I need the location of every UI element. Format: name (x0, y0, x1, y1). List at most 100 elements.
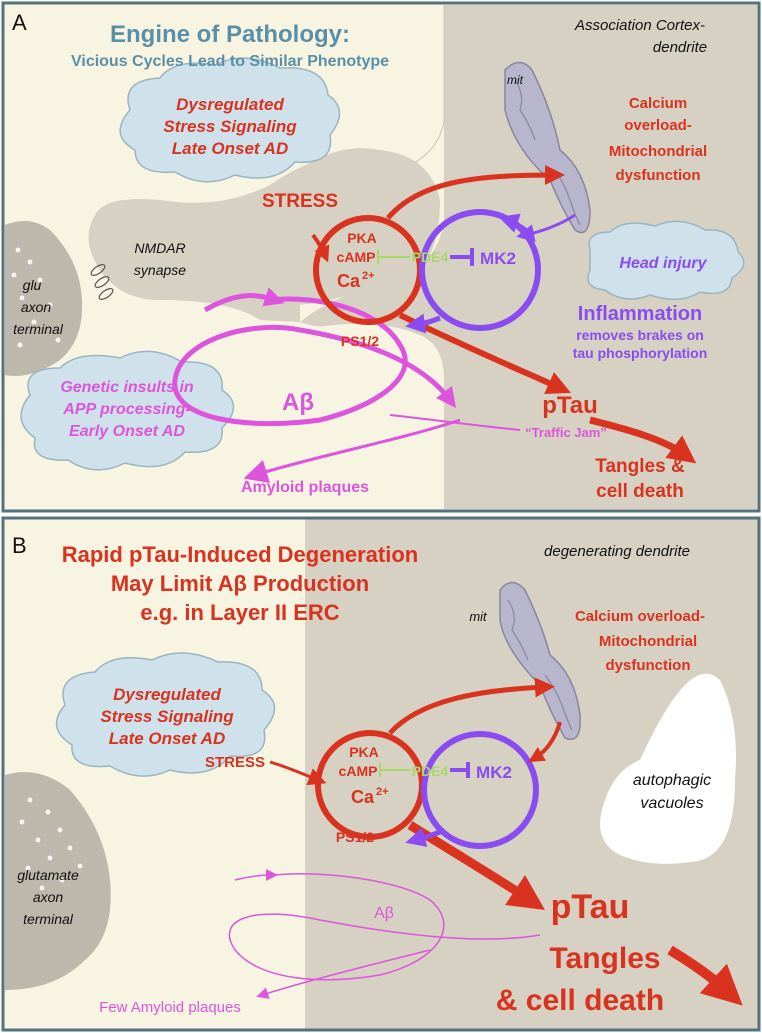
camp-a: cAMP (337, 249, 376, 265)
cloud-genetic-text-2: APP processing- (62, 401, 190, 418)
calcium-a-1: Calcium (629, 95, 687, 112)
ca-a: Ca (337, 271, 361, 291)
vesicles-a (11, 247, 61, 348)
panel-a-title-2: Vicious Cycles Lead to Similar Phenotype (71, 53, 389, 70)
tangles-a-1: Tangles & (595, 456, 685, 477)
ca-sup-a: 2+ (362, 270, 375, 282)
mk2-a: MK2 (480, 249, 516, 268)
red-to-mito-arrow-a (386, 165, 565, 220)
panel-a-frame (1, 1, 761, 513)
purple-to-ps-arrow-b (405, 827, 441, 847)
inflammation-sub-1: removes brakes on (576, 327, 704, 343)
autophagic-vacuoles-shape (600, 673, 736, 864)
pde4-a: PDE4 (412, 249, 449, 265)
inflammation-label: Inflammation (578, 303, 702, 325)
region-label-a-1: Association Cortex- (574, 17, 705, 34)
cloud-stress-a-text-3: Late Onset AD (172, 139, 289, 158)
mk2-b: MK2 (476, 763, 512, 782)
abeta-entry-arrow-a (203, 287, 285, 313)
pka-a: PKA (347, 230, 377, 246)
ps12-a: PS1/2 (341, 333, 379, 349)
pka-b: PKA (349, 744, 379, 760)
amyloid-arrow-b (256, 949, 431, 999)
nmdar-synapse-shape (94, 150, 440, 305)
cloud-stress-b (55, 652, 276, 777)
panel-b-title-1: Rapid pTau-Induced Degeneration (62, 542, 419, 567)
stress-arrow-a (311, 233, 330, 263)
nmdar-label-1: NMDAR (134, 240, 185, 256)
abeta-cycle-a-2 (172, 324, 457, 408)
panel-b-title-3: e.g. in Layer II ERC (140, 600, 339, 625)
mito-to-mk2-arrow-b (528, 721, 562, 763)
dendrite-shape-a (88, 5, 758, 509)
axon-b-3: terminal (23, 911, 74, 927)
calcium-b-2: Mitochondrial (599, 633, 697, 650)
purple-to-ps-arrow-a (405, 313, 441, 334)
extracellular-gap-a (300, 324, 444, 509)
vacuoles-label-2: vacuoles (640, 795, 703, 812)
panel-b: B Rapid pTau-Induced Degeneration May Li… (1, 516, 761, 1032)
panel-a-letter: A (12, 10, 27, 35)
inflammation-sub-2: tau phosphorylation (573, 345, 708, 361)
pde4-b: PDE4 (412, 763, 449, 779)
calcium-b-3: dysfunction (606, 657, 691, 674)
cloud-stress-a-text-2: Stress Signaling (163, 117, 297, 136)
calcium-a-3: Mitochondrial (609, 143, 707, 160)
ps12-b: PS1/2 (336, 829, 374, 845)
tangles-arrow-b (667, 945, 743, 1006)
axon-a-1: glu (23, 277, 42, 293)
purple-cycle-b (421, 731, 539, 849)
panel-a-title-1: Engine of Pathology: (110, 21, 350, 48)
cloud-genetic-text-3: Early Onset AD (69, 423, 185, 440)
axon-b-2: axon (33, 889, 64, 905)
panel-b-letter: B (12, 533, 27, 558)
traffic-jam-line (389, 414, 521, 431)
abeta-label-b: Aβ (374, 905, 394, 922)
region-label-a-2: dendrite (653, 39, 707, 56)
vesicles-b (19, 797, 83, 891)
cloud-head-injury (587, 220, 745, 301)
mit-label-a: mit (507, 73, 524, 87)
axon-terminal-a (5, 221, 83, 376)
calcium-b-1: Calcium overload- (575, 608, 705, 625)
cloud-genetic-text-1: Genetic insults in (60, 379, 194, 396)
cloud-stress-a (119, 57, 341, 183)
nmdar-label-2: synapse (134, 262, 186, 278)
amyloid-label-a: Amyloid plaques (241, 479, 369, 496)
ca-b: Ca (351, 787, 375, 807)
axon-b-1: glutamate (17, 867, 79, 883)
red-to-mito-arrow-b (388, 677, 555, 735)
stress-label-b: STRESS (205, 754, 265, 771)
ca-sup-b: 2+ (376, 786, 389, 798)
abeta-entry-arrow-b (234, 869, 278, 882)
abeta-cycle-b (228, 872, 541, 981)
ptau-label-b: pTau (551, 888, 630, 926)
axon-a-2: axon (21, 299, 52, 315)
panel-b-frame (1, 516, 761, 1032)
stress-arrow-b (269, 760, 327, 786)
stress-label-a: STRESS (262, 191, 338, 212)
mito-to-purple-arrow-a (516, 213, 576, 243)
calcium-a-4: dysfunction (616, 167, 701, 184)
abeta-cycle-a (172, 296, 408, 427)
mit-label-b: mit (469, 609, 488, 624)
tangles-b-1: Tangles (549, 942, 660, 975)
nmdar-receptors (90, 263, 114, 301)
cloud-stress-b-text-2: Stress Signaling (100, 707, 234, 726)
panel-a: A Engine of Pathology: Vicious Cycles Le… (1, 1, 761, 513)
ptau-label-a: pTau (542, 392, 598, 419)
cloud-genetic-a (20, 350, 235, 471)
purple-cycle-a (419, 209, 541, 331)
cloud-stress-a-text-1: Dysregulated (176, 95, 284, 114)
cloud-head-injury-text: Head injury (619, 255, 707, 272)
cloud-stress-b-text-3: Late Onset AD (109, 729, 226, 748)
tangles-arrow-a (589, 416, 697, 464)
calcium-a-2: overload- (624, 117, 692, 134)
axon-a-3: terminal (13, 321, 64, 337)
traffic-jam-label: “Traffic Jam” (525, 425, 607, 440)
tangles-b-2: & cell death (496, 984, 664, 1017)
abeta-label-a: Aβ (282, 389, 314, 416)
camp-b: cAMP (339, 763, 378, 779)
